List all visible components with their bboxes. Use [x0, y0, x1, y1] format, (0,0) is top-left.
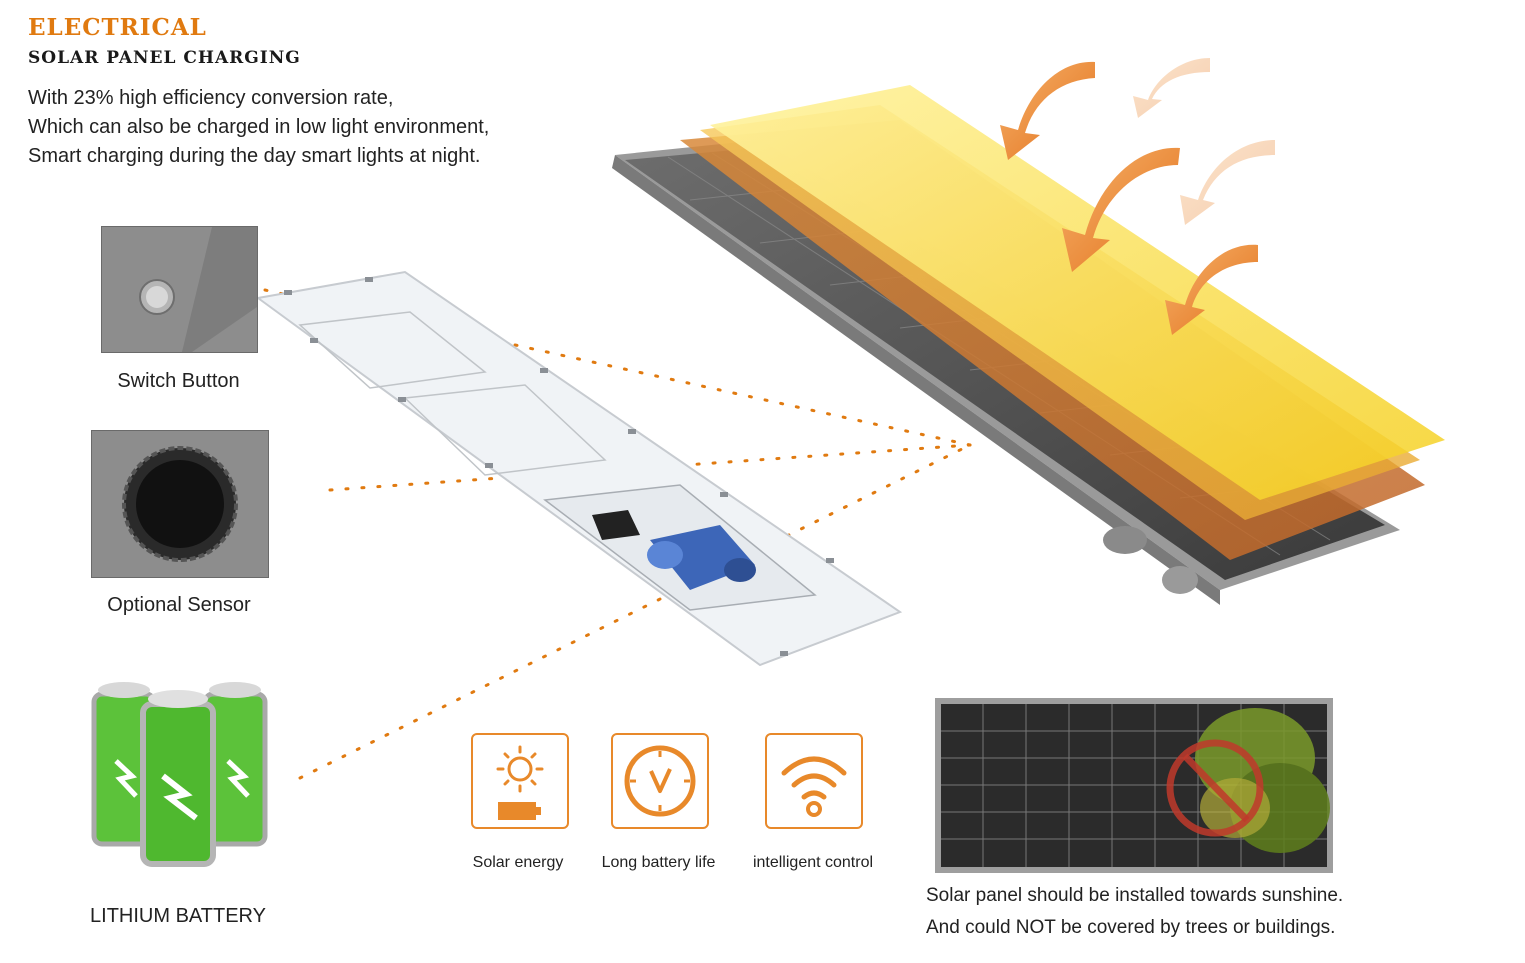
intro-line-2: Which can also be charged in low light e…: [28, 116, 490, 138]
battery-cell-center: [140, 690, 216, 867]
switch-button-image: [101, 226, 258, 353]
sunlight-arrows: [1000, 58, 1275, 335]
battery-cell-left: [91, 682, 157, 847]
section-subtitle: SOLAR PANEL CHARGING: [28, 48, 301, 68]
battery-pack: [647, 525, 756, 590]
solar-panel-shade-warning: [935, 698, 1333, 873]
wifi-signal-icon: [781, 756, 847, 817]
tree-leaves: [1195, 708, 1330, 853]
intro-line-1: With 23% high efficiency conversion rate…: [28, 87, 394, 109]
feature-solar-energy: [471, 733, 569, 829]
clock-check-icon: [624, 745, 696, 817]
intro-line-3: Smart charging during the day smart ligh…: [28, 145, 481, 167]
feature-solar-energy-label: Solar energy: [472, 854, 564, 871]
optional-sensor-label: Optional Sensor: [107, 594, 251, 616]
install-note-line-2: And could NOT be covered by trees or bui…: [926, 917, 1336, 938]
install-note-line-1: Solar panel should be installed towards …: [926, 885, 1344, 906]
feature-battery-life-label: Long battery life: [601, 854, 716, 871]
sensor-icon: [92, 431, 268, 577]
optional-sensor-image: [91, 430, 269, 578]
lamp-housing-exploded: [255, 270, 903, 667]
feature-battery-life: [611, 733, 709, 829]
feature-intelligent-control-label: intelligent control: [752, 854, 874, 871]
switch-button-label: Switch Button: [117, 370, 240, 392]
battery-cell-right: [202, 682, 268, 847]
sun-battery-icon: [496, 745, 544, 820]
feature-intelligent-control: [765, 733, 863, 829]
prohibited-icon: [1166, 739, 1264, 837]
section-title: ELECTRICAL: [28, 14, 207, 41]
switch-button-icon: [102, 227, 257, 352]
intro-text: With 23% high efficiency conversion rate…: [28, 84, 489, 171]
lithium-battery-label: LITHIUM BATTERY: [90, 905, 266, 927]
sunlight-layers: [680, 85, 1445, 560]
lithium-battery-image: [91, 682, 268, 867]
